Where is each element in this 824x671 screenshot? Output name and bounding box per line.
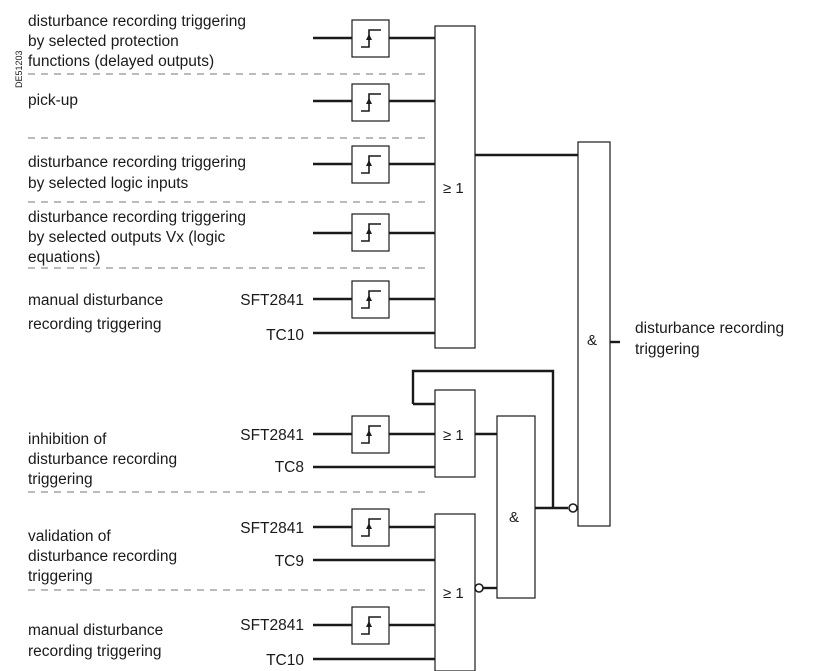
label-line: triggering (28, 568, 93, 585)
or-gate-main: ≥ 1 (434, 25, 476, 349)
label-line: by selected outputs Vx (logic (28, 229, 226, 246)
label-line: equations) (28, 249, 100, 266)
label-line: triggering (28, 471, 93, 488)
or-gate-validate: ≥ 1 (434, 513, 476, 671)
or-gate-inhibit: ≥ 1 (434, 389, 476, 478)
signal-sft2841-manual-2: SFT2841 (240, 617, 304, 634)
and-gate-middle: & (496, 415, 536, 599)
pulse-icon (351, 606, 390, 645)
gate-label: ≥ 1 (443, 180, 464, 197)
label-protection-functions: disturbance recording triggering by sele… (28, 13, 250, 70)
signal-tc10-2: TC10 (266, 652, 304, 669)
diagram-code: DE51203 (14, 50, 24, 88)
gate-label: ≥ 1 (443, 427, 464, 444)
label-validation: validation of disturbance recording trig… (28, 528, 181, 585)
label-logic-inputs: disturbance recording triggering by sele… (28, 154, 250, 192)
signal-sft2841-manual: SFT2841 (240, 292, 304, 309)
inverter-bubble (474, 583, 484, 593)
pulse-icon (351, 145, 390, 184)
edge-detector-blocks (351, 19, 390, 645)
gate-label: & (509, 509, 519, 526)
label-line: disturbance recording (28, 548, 177, 565)
label-line: disturbance recording (28, 451, 177, 468)
label-outputs-vx: disturbance recording triggering by sele… (28, 209, 250, 266)
pulse-icon (351, 213, 390, 252)
pulse-icon (351, 280, 390, 319)
signal-tc9: TC9 (275, 553, 304, 570)
label-line: by selected logic inputs (28, 175, 189, 192)
label-line: recording triggering (28, 643, 162, 660)
label-line: triggering (635, 341, 700, 358)
label-line: disturbance recording triggering (28, 209, 246, 226)
label-line: validation of (28, 528, 111, 545)
label-pick-up: pick-up (28, 92, 78, 109)
label-line: by selected protection (28, 33, 179, 50)
label-line: inhibition of (28, 431, 107, 448)
pulse-icon (351, 19, 390, 58)
input-wiring (313, 36, 435, 661)
pulse-icon (351, 83, 390, 122)
group-separators (28, 73, 425, 591)
label-line: manual disturbance (28, 622, 163, 639)
output-label: disturbance recording triggering (635, 320, 788, 358)
signal-tc10: TC10 (266, 327, 304, 344)
label-line: disturbance recording triggering (28, 13, 246, 30)
label-line: manual disturbance (28, 292, 163, 309)
label-line: pick-up (28, 92, 78, 109)
label-manual-triggering-2: manual disturbance recording triggering (28, 622, 168, 660)
label-line: functions (delayed outputs) (28, 53, 214, 70)
label-inhibition: inhibition of disturbance recording trig… (28, 431, 181, 488)
signal-sft2841-inhibit: SFT2841 (240, 427, 304, 444)
label-manual-triggering-1: manual disturbance recording triggering (28, 292, 168, 333)
and-gate-final: & (577, 141, 611, 527)
pulse-icon (351, 508, 390, 547)
signal-tc8: TC8 (275, 459, 304, 476)
gate-label: ≥ 1 (443, 585, 464, 602)
inverter-bubble (568, 503, 578, 513)
signal-sft2841-validate: SFT2841 (240, 520, 304, 537)
label-line: disturbance recording (635, 320, 784, 337)
internal-wiring (411, 153, 620, 590)
gate-label: & (587, 332, 597, 349)
label-line: recording triggering (28, 316, 162, 333)
pulse-icon (351, 415, 390, 454)
label-line: disturbance recording triggering (28, 154, 246, 171)
